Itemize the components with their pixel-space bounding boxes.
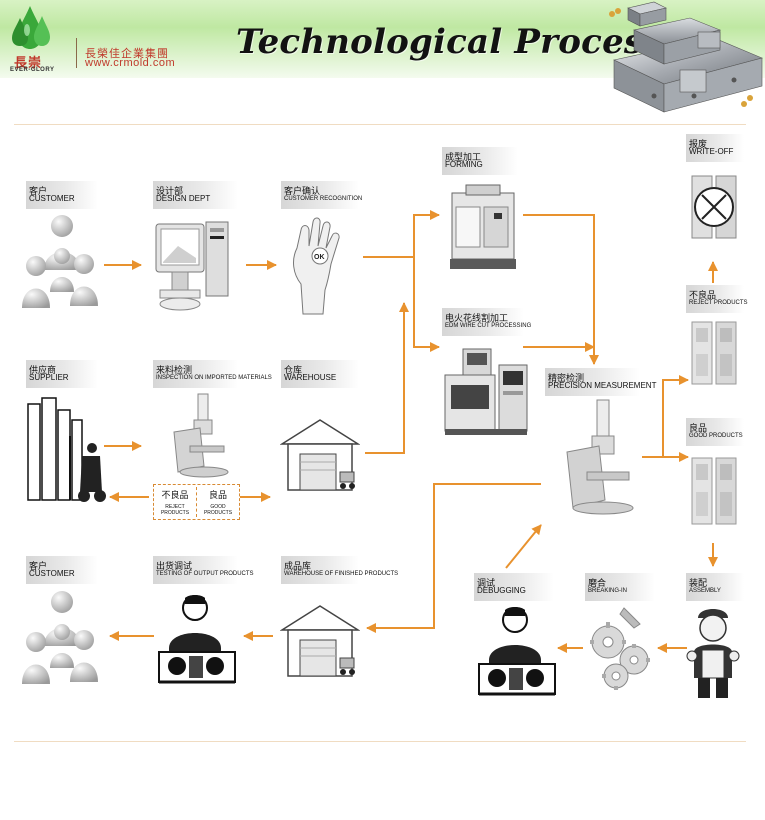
arrow-recognition-to-edm	[413, 257, 440, 352]
logo-divider	[76, 38, 77, 68]
warehouse-icon	[280, 418, 360, 492]
step-en: CUSTOMER RECOGNITION	[284, 196, 363, 202]
step-en: FORMING	[445, 160, 483, 169]
step-en: CUSTOMER	[29, 194, 75, 203]
inspection-reject-en: REJECT PRODUCTS	[160, 504, 190, 516]
people-icon	[22, 212, 100, 312]
page-title: Technological Process	[236, 22, 663, 62]
company-name: 長榮佳企業集團	[85, 48, 169, 60]
step-cn: 电火花线割加工	[445, 313, 509, 323]
step-cn: 客户	[29, 186, 48, 196]
step-label-debugging: 调试 DEBUGGING	[474, 573, 554, 601]
arrow-forming-to-precision	[523, 214, 599, 365]
inspection-good-cell: 良品 GOOD PRODUCTS	[197, 488, 239, 516]
step-label-warehouse: 仓库 WAREHOUSE	[281, 360, 359, 388]
step-en: PRECISION MEASUREMENT	[548, 381, 657, 390]
step-cn: 成型加工	[445, 152, 482, 162]
inspection-good-cn: 良品	[208, 490, 227, 500]
arrow-debugging-to-precision	[505, 524, 542, 569]
edm-machine-icon	[443, 345, 529, 437]
step-label-finished-warehouse: 成品库 WAREHOUSE OF FINISHED PRODUCTS	[281, 556, 398, 584]
step-label-customer-top: 客户 CUSTOMER	[26, 181, 98, 209]
mold-part-icon	[690, 456, 740, 526]
logo-subtext: EVER-GLORY	[10, 67, 55, 73]
arrow-precision-to-finished-warehouse	[366, 483, 541, 633]
step-en: DEBUGGING	[477, 586, 526, 595]
arrow-recognition-to-forming	[363, 210, 440, 258]
step-label-testing-output: 出货调试 TESTING OF OUTPUT PRODUCTS	[153, 556, 254, 584]
inspection-good-en: GOOD PRODUCTS	[203, 504, 233, 516]
microscope-icon	[164, 392, 230, 478]
step-label-assembly: 装配 ASSEMBLY	[686, 573, 744, 601]
step-cn: 装配	[689, 578, 708, 588]
step-label-supplier: 供应商 SUPPLIER	[26, 360, 98, 388]
logo-drops-icon	[12, 6, 50, 49]
arrow-warehouse-to-machining	[365, 302, 409, 454]
step-cn: 调试	[477, 578, 496, 588]
step-en: REJECT PRODUCTS	[689, 300, 748, 306]
warehouse-icon	[280, 604, 360, 678]
step-en: SUPPLIER	[29, 373, 69, 382]
step-label-precision: 精密检测 PRECISION MEASUREMENT	[545, 368, 656, 396]
step-en: WAREHOUSE OF FINISHED PRODUCTS	[284, 571, 399, 577]
step-cn: 报废	[689, 139, 708, 149]
step-label-inspection: 来料检测 INSPECTION ON IMPORTED MATERIALS	[153, 360, 272, 388]
step-en: ASSEMBLY	[689, 588, 721, 594]
step-label-reject-products: 不良品 REJECT PRODUCTS	[686, 285, 748, 313]
gears-icon	[584, 604, 656, 696]
mechanic-icon	[686, 604, 740, 702]
step-cn: 磨合	[588, 578, 607, 588]
step-cn: 不良品	[689, 290, 717, 300]
arrow-precision-to-reject	[642, 375, 689, 458]
inspection-result-box: 不良品 REJECT PRODUCTS 良品 GOOD PRODUCTS	[153, 484, 240, 520]
worker-icon	[155, 592, 239, 688]
step-cn: 良品	[689, 423, 708, 433]
step-cn: 供应商	[29, 365, 57, 375]
worker-icon	[475, 604, 559, 700]
top-divider-line	[14, 124, 746, 125]
logo-text: 長崇	[14, 56, 43, 71]
step-en: BREAKING-IN	[588, 588, 628, 594]
step-label-design-dept: 设计部 DESIGN DEPT	[153, 181, 238, 209]
step-label-customer-recognition: 客户确认 CUSTOMER RECOGNITION	[281, 181, 363, 209]
step-cn: 设计部	[156, 186, 184, 196]
step-label-good-products: 良品 GOOD PRODUCTS	[686, 418, 744, 446]
inspection-reject-cn: 不良品	[161, 490, 189, 500]
bottom-divider-line	[14, 741, 746, 742]
step-en: WRITE-OFF	[689, 147, 734, 156]
step-label-breaking-in: 磨合 BREAKING-IN	[585, 573, 655, 601]
step-label-forming: 成型加工 FORMING	[442, 147, 518, 175]
microscope-icon	[557, 396, 637, 516]
step-cn: 客户确认	[284, 186, 321, 196]
forklift-icon	[26, 396, 106, 506]
step-cn: 客户	[29, 561, 48, 571]
step-en: TESTING OF OUTPUT PRODUCTS	[156, 571, 254, 577]
cnc-machine-icon	[446, 183, 520, 273]
inspection-result-divider	[196, 487, 197, 517]
computer-icon	[154, 218, 230, 322]
step-cn: 精密检测	[548, 373, 585, 383]
mold-die-icon	[609, 1, 763, 113]
step-en: GOOD PRODUCTS	[689, 433, 743, 439]
step-cn: 成品库	[284, 561, 312, 571]
inspection-reject-cell: 不良品 REJECT PRODUCTS	[154, 488, 196, 516]
step-cn: 出货调试	[156, 561, 193, 571]
people-icon	[22, 588, 100, 688]
ok-hand-icon: OK	[287, 214, 349, 320]
step-cn: 仓库	[284, 365, 303, 375]
step-en: DESIGN DEPT	[156, 194, 211, 203]
step-en: CUSTOMER	[29, 569, 75, 578]
step-label-edm: 电火花线割加工 EDM WIRE CUT PROCESSING	[442, 308, 531, 336]
mold-part-icon	[690, 320, 740, 386]
scrap-icon	[690, 174, 740, 242]
step-label-write-off: 报废 WRITE-OFF	[686, 134, 744, 162]
step-en: EDM WIRE CUT PROCESSING	[445, 323, 532, 329]
svg-text:OK: OK	[314, 254, 325, 261]
company-url[interactable]: www.crmold.com	[85, 57, 176, 69]
step-en: INSPECTION ON IMPORTED MATERIALS	[156, 375, 272, 381]
step-en: WAREHOUSE	[284, 373, 337, 382]
step-label-customer-bottom: 客户 CUSTOMER	[26, 556, 98, 584]
step-cn: 来料检测	[156, 365, 193, 375]
